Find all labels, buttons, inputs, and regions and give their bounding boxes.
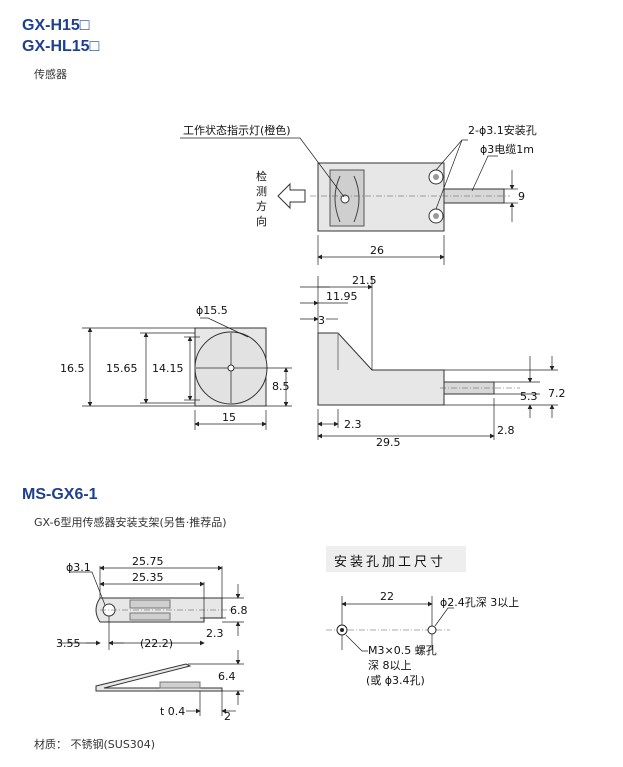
model-title-ms-gx6-1: MS-GX6-1 bbox=[22, 486, 98, 503]
dim-6-8: 6.8 bbox=[230, 604, 248, 617]
direction-char-4: 向 bbox=[256, 214, 267, 228]
thread-note-1: M3×0.5 螺孔 bbox=[368, 644, 437, 657]
dim-21-5: 21.5 bbox=[352, 274, 377, 287]
dim-26: 26 bbox=[370, 244, 384, 257]
dim-8-5: 8.5 bbox=[272, 380, 290, 393]
bracket-top-view bbox=[58, 565, 244, 650]
dim-15: 15 bbox=[222, 411, 236, 424]
dim-16-5: 16.5 bbox=[60, 362, 85, 375]
direction-char-1: 检 bbox=[256, 169, 267, 183]
dim-25-35: 25.35 bbox=[132, 571, 164, 584]
dim-2-8: 2.8 bbox=[497, 424, 515, 437]
dim-25-75: 25.75 bbox=[132, 555, 164, 568]
dim-2: 2 bbox=[224, 710, 231, 723]
pin-hole bbox=[427, 625, 437, 635]
model-title-gx-h15: GX-H15□ bbox=[22, 17, 90, 34]
dim-2-3-bracket: 2.3 bbox=[206, 627, 224, 640]
dim-11-95: 11.95 bbox=[326, 290, 358, 303]
indicator-lamp bbox=[340, 194, 350, 204]
dim-3: 3 bbox=[318, 314, 325, 327]
detection-arrow-icon bbox=[277, 182, 306, 210]
category-label: 传感器 bbox=[34, 68, 67, 81]
bracket-side-view bbox=[95, 650, 244, 716]
dim-9: 9 bbox=[518, 190, 525, 203]
model-title-gx-hl15: GX-HL15□ bbox=[22, 38, 100, 55]
indicator-label: 工作状态指示灯(橙色) bbox=[183, 123, 291, 137]
mount-hole-diagram bbox=[326, 546, 466, 652]
mount-holes-label: 2-ϕ3.1安装孔 bbox=[468, 123, 537, 137]
dim-t-0-4: t 0.4 bbox=[160, 705, 185, 718]
dim-15-65: 15.65 bbox=[106, 362, 138, 375]
bracket-side-plate bbox=[95, 663, 223, 692]
dim-6-4: 6.4 bbox=[218, 670, 236, 683]
thread-note-3: (或 ϕ3.4孔) bbox=[366, 674, 425, 687]
mount-title-box bbox=[326, 546, 466, 572]
dim-3-55: 3.55 bbox=[56, 637, 81, 650]
dim-diameter-15-5: ϕ15.5 bbox=[196, 304, 228, 317]
direction-char-3: 方 bbox=[256, 199, 267, 213]
bracket-description: GX-6型用传感器安装支架(另售·推荐品) bbox=[34, 516, 227, 529]
dim-7-2: 7.2 bbox=[548, 387, 566, 400]
dim-29-5: 29.5 bbox=[376, 436, 401, 449]
dim-5-3: 5.3 bbox=[520, 390, 538, 403]
dim-2-3: 2.3 bbox=[344, 418, 362, 431]
dim-14-15: 14.15 bbox=[152, 362, 184, 375]
side-body bbox=[317, 332, 445, 406]
thread-note-2: 深 8以上 bbox=[368, 659, 412, 672]
sensor-top-view bbox=[180, 137, 518, 265]
cable-label: ϕ3电缆1m bbox=[480, 143, 534, 156]
dim-22-2: (22.2) bbox=[140, 637, 173, 650]
pin-hole-note: ϕ2.4孔深 3以上 bbox=[440, 596, 519, 609]
dim-phi-3-1: ϕ3.1 bbox=[66, 561, 91, 574]
sensor-front-view bbox=[82, 317, 292, 430]
mount-holes-title: 安装孔加工尺寸 bbox=[334, 555, 446, 570]
direction-char-2: 测 bbox=[256, 185, 267, 198]
dim-22: 22 bbox=[380, 590, 394, 603]
material-note: 材质： 不锈钢(SUS304) bbox=[34, 738, 156, 751]
sensor-side-view bbox=[300, 276, 558, 440]
